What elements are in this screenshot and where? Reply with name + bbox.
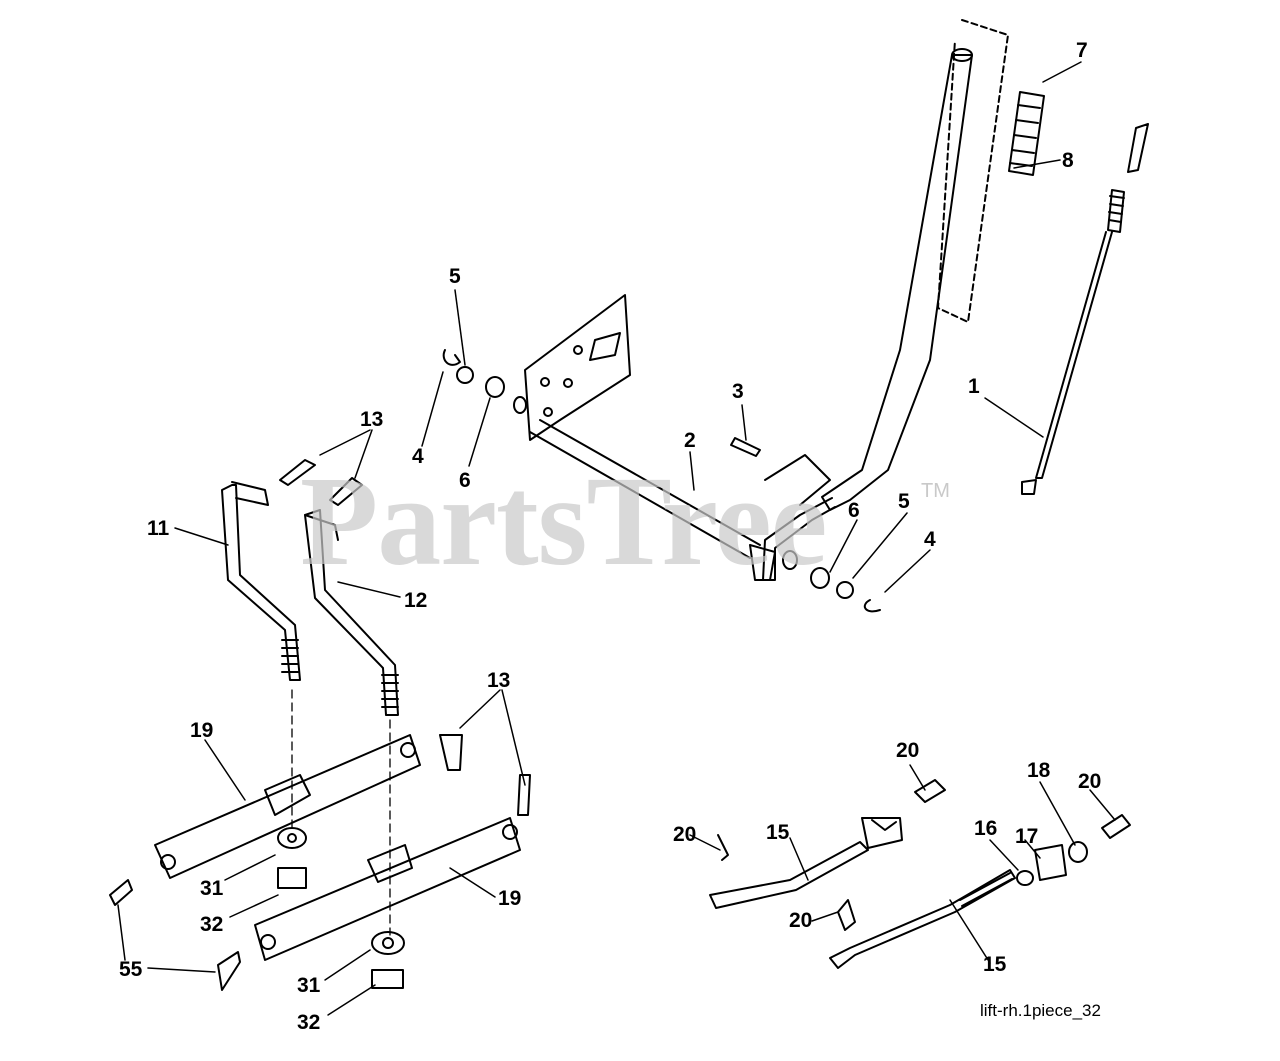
callout-15: 15 (983, 953, 1007, 976)
handle-grip-outline (937, 19, 1009, 323)
callout-13: 13 (360, 408, 384, 431)
callout-11: 11 (147, 517, 170, 540)
callout-5: 5 (449, 265, 461, 288)
callout-19: 19 (190, 719, 214, 742)
lift-arm-19-upper (154, 734, 421, 879)
callout-17: 17 (1015, 825, 1039, 848)
lift-handle (762, 48, 973, 581)
rod-hardware (717, 779, 1131, 931)
callout-8: 8 (1062, 149, 1074, 172)
callout-13: 13 (487, 669, 511, 692)
adjust-rod-15-lower (829, 869, 1016, 969)
callout-12: 12 (404, 589, 428, 612)
callout-7: 7 (1076, 39, 1088, 62)
callout-4: 4 (412, 445, 424, 468)
callout-31: 31 (200, 877, 224, 900)
watermark: PartsTree (300, 450, 827, 592)
lift-link-12 (304, 509, 399, 716)
callout-18: 18 (1027, 759, 1051, 782)
callout-31: 31 (297, 974, 321, 997)
callout-5: 5 (898, 490, 910, 513)
center-lines (291, 689, 391, 936)
callout-15: 15 (766, 821, 790, 844)
callout-4: 4 (924, 528, 936, 551)
lift-arm-19-lower (254, 817, 521, 961)
callout-19: 19 (498, 887, 522, 910)
hairpin-clips (109, 879, 241, 991)
callout-32: 32 (200, 913, 224, 936)
cross-shaft (513, 396, 798, 581)
adjust-rod (1021, 123, 1149, 495)
mounting-plate (524, 294, 631, 441)
adjust-rod-15-upper (709, 817, 903, 909)
diagram-caption: lift-rh.1piece_32 (980, 1001, 1101, 1020)
callout-20: 20 (1078, 770, 1102, 793)
callout-6: 6 (848, 499, 860, 522)
callout-2: 2 (684, 429, 696, 452)
callout-32: 32 (297, 1011, 321, 1034)
callout-6: 6 (459, 469, 471, 492)
lift-link-11 (221, 481, 301, 681)
callout-20: 20 (789, 909, 813, 932)
callout-1: 1 (968, 375, 980, 398)
callout-55: 55 (119, 958, 143, 981)
grip (1008, 91, 1045, 176)
clips-top (279, 459, 531, 816)
callout-20: 20 (673, 823, 697, 846)
callout-16: 16 (974, 817, 998, 840)
callout-20: 20 (896, 739, 920, 762)
callout-3: 3 (732, 380, 744, 403)
trademark: TM (921, 480, 950, 502)
hardware-small (442, 349, 881, 613)
